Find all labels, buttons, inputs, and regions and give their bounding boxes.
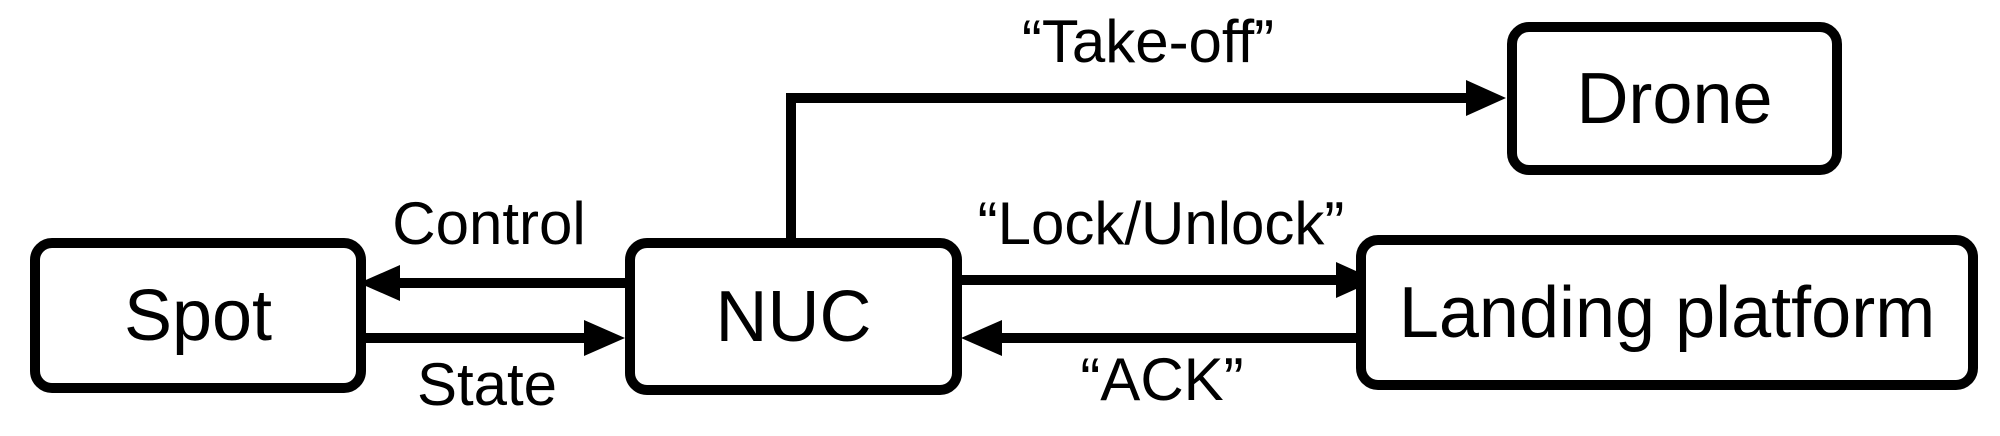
edge-label-take-off: “Take-off” xyxy=(1021,8,1275,75)
node-nuc: NUC xyxy=(625,238,962,395)
control-arrow xyxy=(359,265,630,301)
node-drone-label: Drone xyxy=(1576,58,1773,139)
takeoff-arrow xyxy=(786,80,1506,240)
node-spot-label: Spot xyxy=(123,275,273,356)
edge-label-lock-unlock: “Lock/Unlock” xyxy=(977,190,1345,257)
ack-arrow xyxy=(961,320,1368,356)
node-landing-platform: Landing platform xyxy=(1356,235,1978,390)
node-spot: Spot xyxy=(30,238,366,393)
node-landing-platform-label: Landing platform xyxy=(1398,272,1936,353)
node-nuc-label: NUC xyxy=(715,276,872,357)
edge-label-control: Control xyxy=(392,190,586,257)
edge-label-state: State xyxy=(416,351,558,418)
lock-unlock-arrow xyxy=(957,262,1376,298)
state-arrow xyxy=(362,320,625,356)
edge-label-ack: “ACK” xyxy=(1080,346,1244,413)
node-drone: Drone xyxy=(1507,22,1842,175)
